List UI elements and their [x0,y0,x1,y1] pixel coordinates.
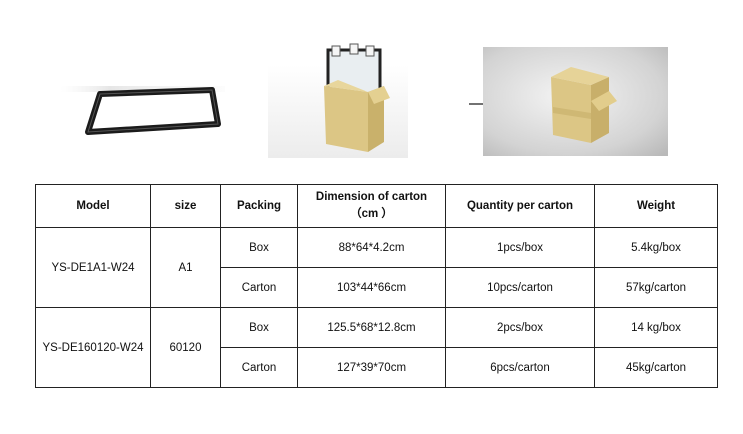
open-carton-icon [268,43,408,158]
table-row: Carton 127*39*70cm 6pcs/carton 45kg/cart… [36,347,718,388]
frame-in-carton-image [268,40,408,158]
header-quantity: Quantity per carton [445,184,595,228]
packing-cell: Carton [220,347,298,388]
packing-cell: Box [220,227,298,268]
quantity-cell: 6pcs/carton [445,347,595,388]
sealed-carton-icon [483,47,668,156]
table-header-row: Model size Packing Dimension of carton （… [35,184,718,228]
header-dimension-unit: （cm ） [350,208,393,220]
packing-spec-table: Model size Packing Dimension of carton （… [35,184,718,388]
model-cell: YS-DE1A1-W24 [35,227,151,308]
weight-cell: 57kg/carton [594,267,718,308]
packing-cell: Box [220,307,298,348]
header-dimension: Dimension of carton （cm ） [297,184,446,228]
weight-cell: 5.4kg/box [594,227,718,268]
header-dimension-title: Dimension of carton [315,191,428,203]
dimension-cell: 103*44*66cm [297,267,446,308]
quantity-cell: 2pcs/box [445,307,595,348]
size-cell: A1 [150,227,221,308]
dimension-cell: 125.5*68*12.8cm [297,307,446,348]
quantity-cell: 1pcs/box [445,227,595,268]
table-row: YS-DE1A1-W24 A1 Box 88*64*4.2cm 1pcs/box… [35,227,718,308]
weight-cell: 45kg/carton [594,347,718,388]
size-cell: 60120 [150,307,221,388]
black-frame-icon [60,86,225,135]
packing-cell: Carton [220,267,298,308]
frame-image [60,78,225,138]
header-model: Model [35,184,151,228]
quantity-cell: 10pcs/carton [445,267,595,308]
header-packing: Packing [220,184,298,228]
dimension-cell: 127*39*70cm [297,347,446,388]
weight-cell: 14 kg/box [594,307,718,348]
packing-process-images [0,0,743,170]
header-weight: Weight [594,184,718,228]
model-cell: YS-DE160120-W24 [35,307,151,388]
table-row: Carton 103*44*66cm 10pcs/carton 57kg/car… [36,267,718,308]
dimension-cell: 88*64*4.2cm [297,227,446,268]
header-size: size [150,184,221,228]
table-row: YS-DE160120-W24 60120 Box 125.5*68*12.8c… [35,307,718,388]
sealed-carton-image [483,47,668,156]
